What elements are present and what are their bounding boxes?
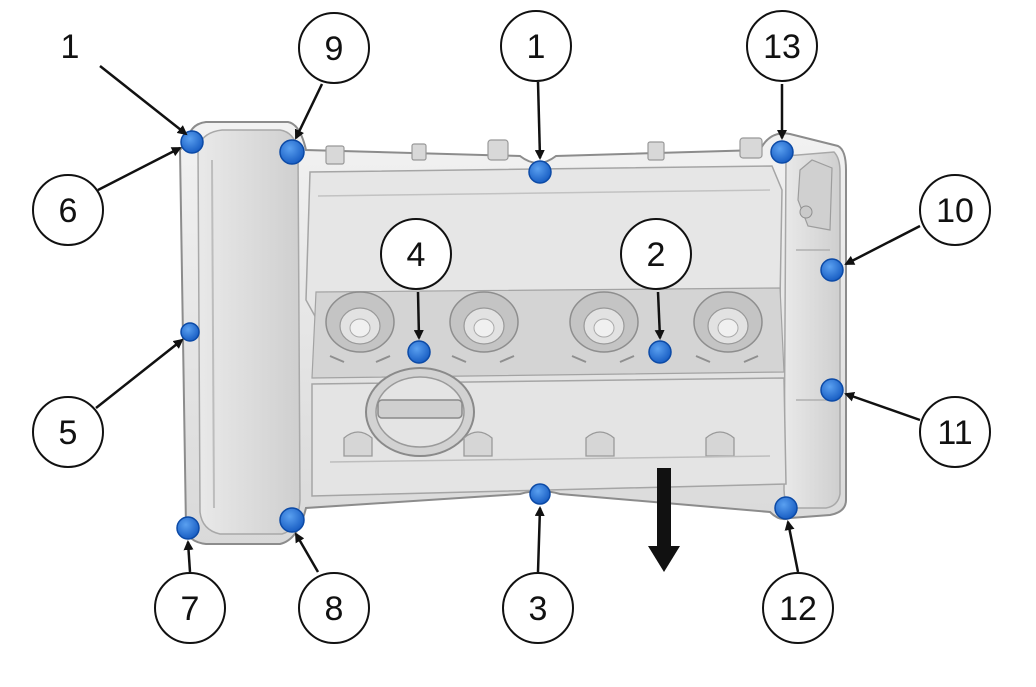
bolt-1-top-center <box>528 160 552 184</box>
callout-1: 1 <box>500 10 572 82</box>
arrow-c7 <box>183 540 194 573</box>
callout-12: 12 <box>762 572 834 644</box>
callout-3: 3 <box>502 572 574 644</box>
callout-8-text: 8 <box>325 590 344 628</box>
callout-7: 7 <box>154 572 226 644</box>
callout-plain-1: 1 <box>61 28 80 66</box>
callout-13-text: 13 <box>763 28 801 66</box>
arrow-c3 <box>534 506 545 573</box>
spark-plug-wells <box>325 291 763 353</box>
bolt-10 <box>820 258 844 282</box>
cover-left-rail <box>197 129 301 535</box>
arrow-c5 <box>95 338 184 409</box>
callout-6-text: 6 <box>59 192 78 230</box>
callout-5: 5 <box>32 396 104 468</box>
arrow-c1 <box>534 81 545 160</box>
bolt-3 <box>529 483 551 505</box>
callout-2: 2 <box>620 218 692 290</box>
bolt-7 <box>176 516 200 540</box>
callout-11: 11 <box>919 396 991 468</box>
arrow-c4 <box>413 291 424 340</box>
bolt-4 <box>407 340 431 364</box>
callout-3-text: 3 <box>529 590 548 628</box>
arrow-c6 <box>97 146 182 192</box>
arrow-c10 <box>844 224 921 266</box>
callout-6: 6 <box>32 174 104 246</box>
spark-plug-well <box>569 291 639 353</box>
spark-plug-well <box>693 291 763 353</box>
arrow-c11 <box>844 391 921 422</box>
callout-13: 13 <box>746 10 818 82</box>
callout-1-text: 1 <box>527 28 546 66</box>
callout-2-text: 2 <box>647 236 666 274</box>
callout-7-text: 7 <box>181 590 200 628</box>
arrow-c8 <box>294 532 320 573</box>
bolt-9 <box>279 139 305 165</box>
down-arrow <box>648 468 680 572</box>
bolt-13 <box>770 140 794 164</box>
callout-9-text: 9 <box>325 30 344 68</box>
leader-arrows <box>95 65 921 573</box>
callout-12-text: 12 <box>779 590 817 628</box>
callouts: 1 1 2 3 4 5 6 7 8 <box>32 10 991 644</box>
bolt-6 <box>180 130 204 154</box>
callout-4-text: 4 <box>407 236 426 274</box>
oil-filler-cap <box>365 367 475 457</box>
callout-10: 10 <box>919 174 991 246</box>
callout-8: 8 <box>298 572 370 644</box>
bolts <box>176 130 844 540</box>
lower-bosses <box>343 431 735 457</box>
valve-cover <box>178 121 847 545</box>
callout-10-text: 10 <box>936 192 974 230</box>
spark-plug-well <box>325 291 395 353</box>
bolt-2 <box>648 340 672 364</box>
callout-11-text: 11 <box>937 414 972 452</box>
bolt-8 <box>279 507 305 533</box>
callout-4: 4 <box>380 218 452 290</box>
arrow-plain-1 <box>99 65 188 136</box>
arrow-c2 <box>654 291 665 340</box>
callout-5-text: 5 <box>59 414 78 452</box>
bolt-12 <box>774 496 798 520</box>
top-bosses <box>325 137 763 165</box>
bolt-5 <box>180 322 200 342</box>
arrow-c12 <box>784 520 800 573</box>
spark-plug-well <box>449 291 519 353</box>
bolt-11 <box>820 378 844 402</box>
arrow-c9 <box>294 83 324 140</box>
callout-9: 9 <box>298 12 370 84</box>
